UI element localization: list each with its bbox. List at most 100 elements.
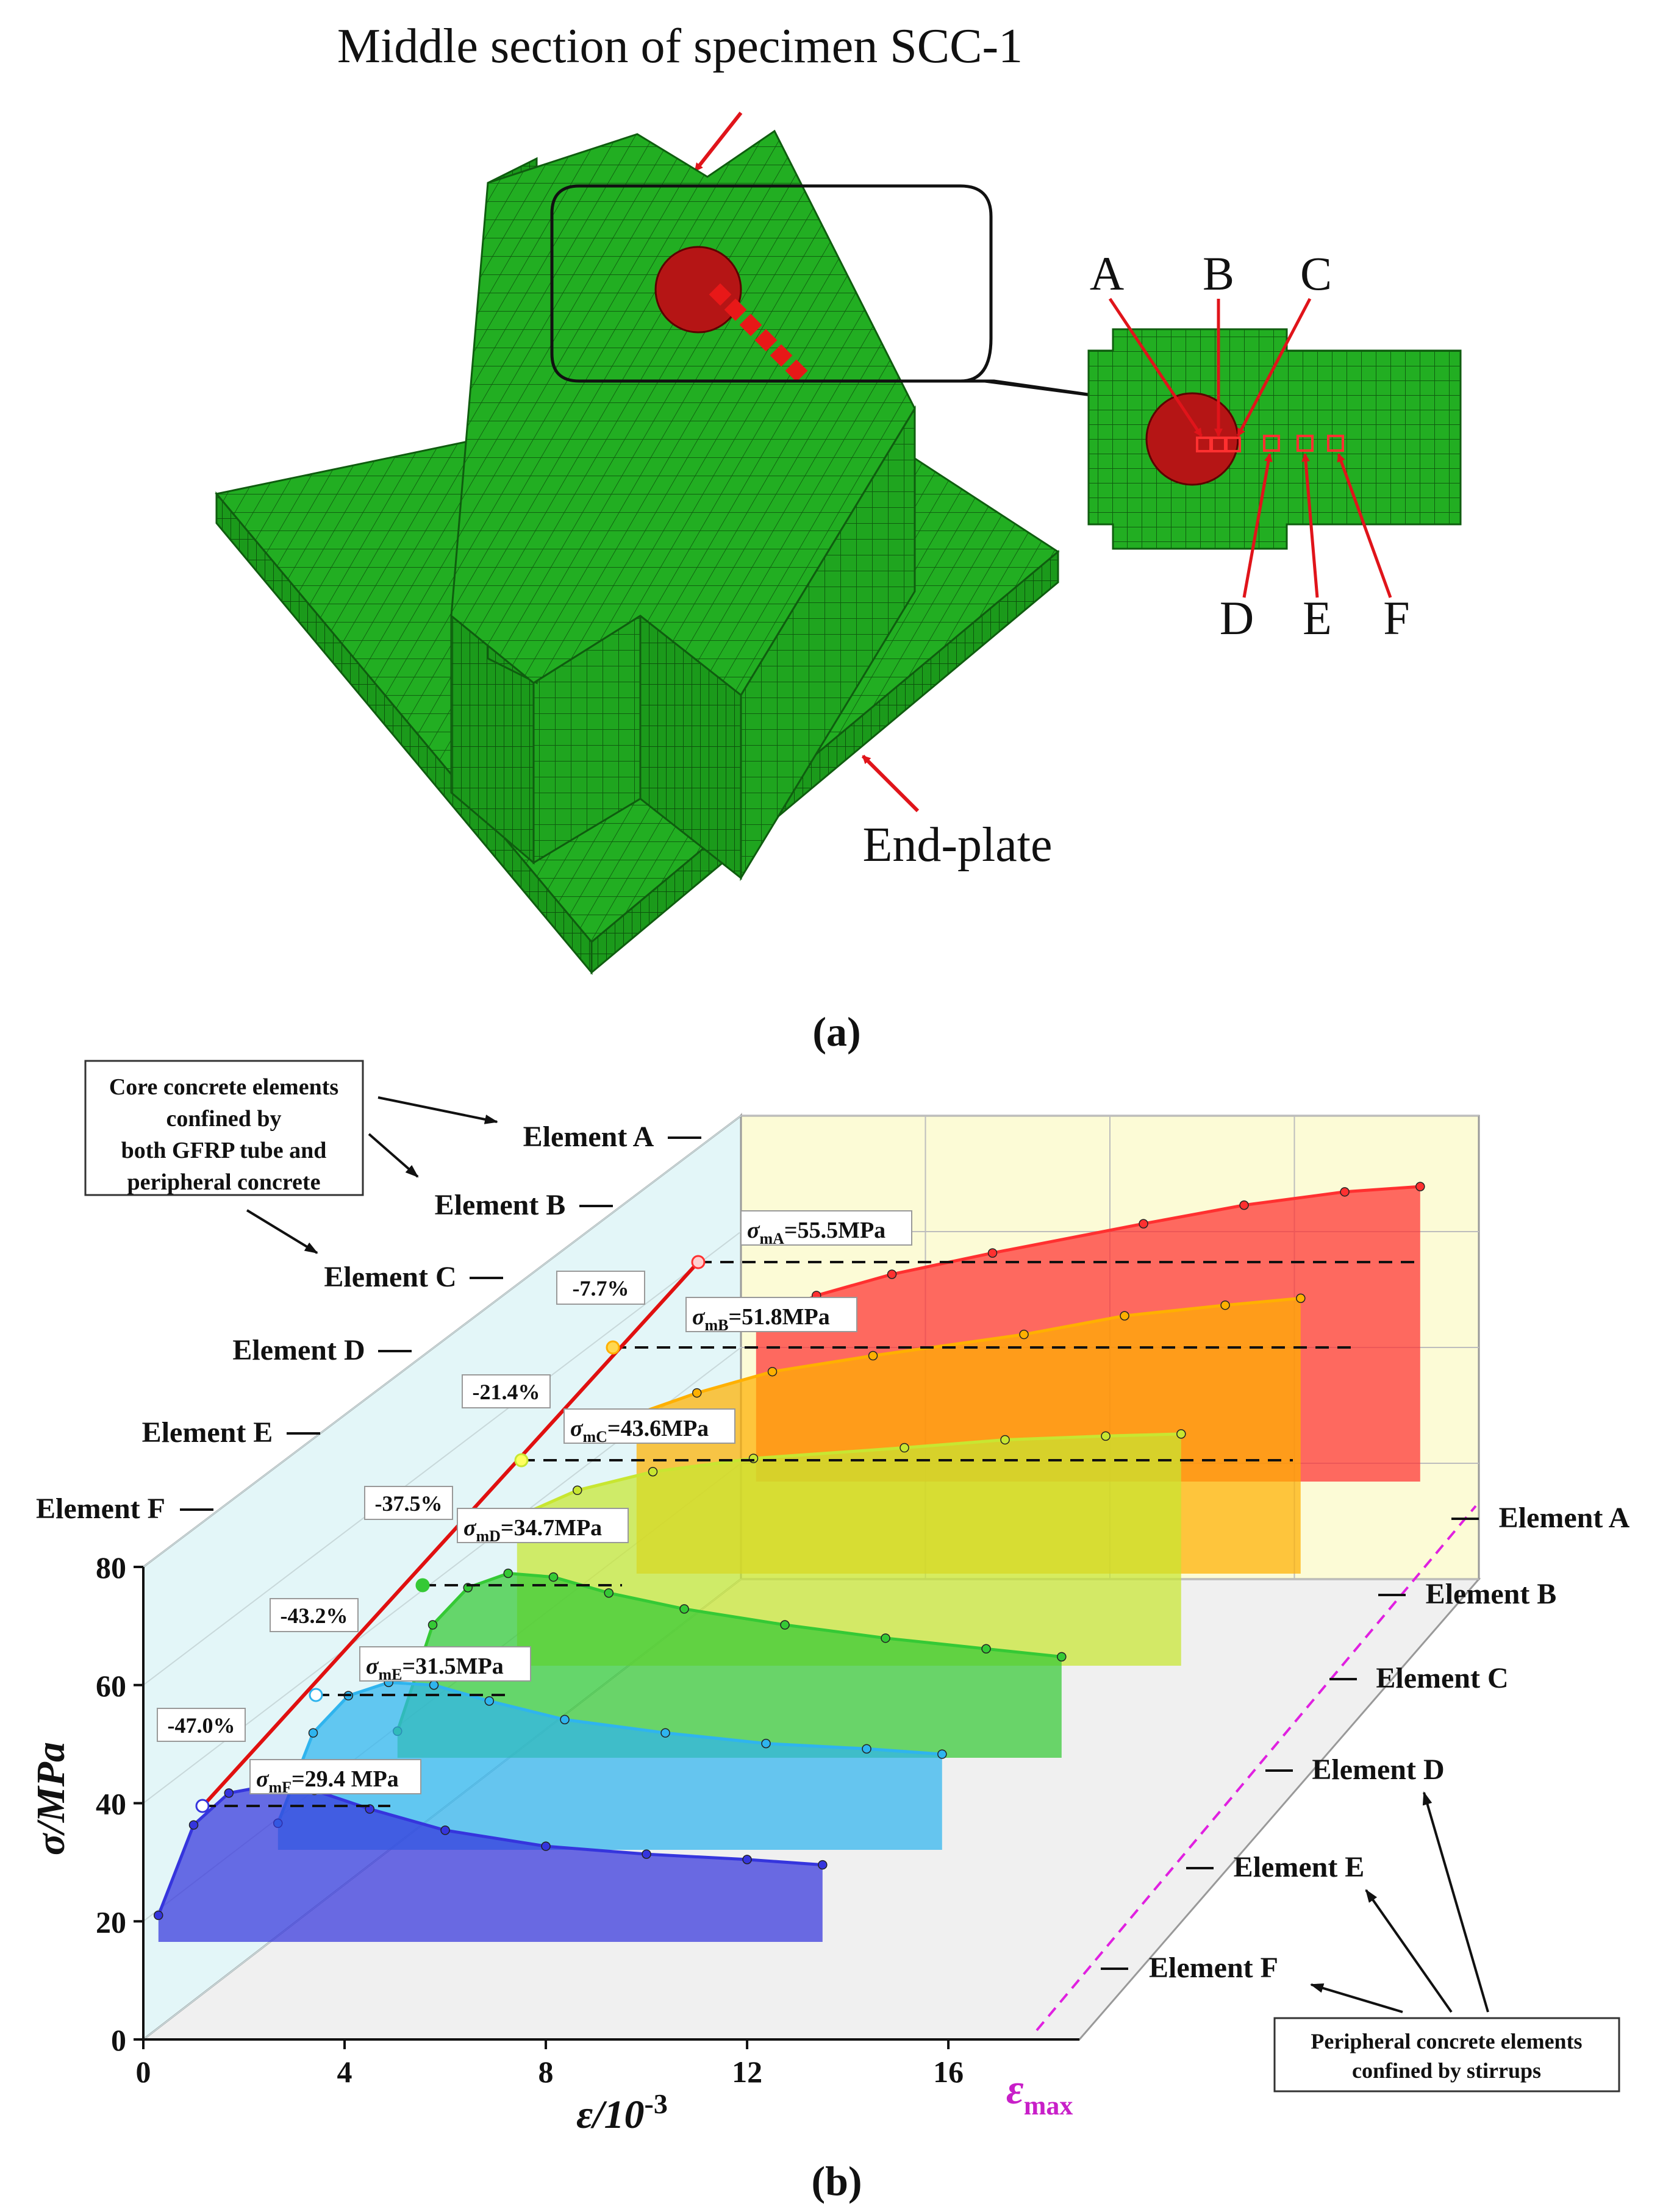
end-plate-side (590, 549, 1059, 975)
element-label-right-4: Element E (1234, 1851, 1365, 1883)
x-tick-label: 12 (732, 2055, 762, 2089)
percent-labels: -7.7%-21.4%-37.5%-43.2%-47.0% (157, 1271, 645, 1742)
series-point-0 (1340, 1187, 1350, 1197)
peak-label-0: σmA=55.5MPa (747, 1218, 885, 1247)
peak-label-box-4 (359, 1646, 531, 1682)
trend-point-A (691, 1255, 706, 1269)
series-point-3 (780, 1620, 790, 1630)
series-point-3 (427, 1620, 438, 1630)
percent-box-4 (157, 1708, 246, 1742)
core-note-line-2: confined by (166, 1106, 282, 1132)
series-point-1 (868, 1350, 878, 1361)
x-tick-label: 4 (337, 2055, 352, 2089)
point-label-D: D (1220, 591, 1254, 644)
series-area-5 (158, 1785, 823, 1942)
percent-box-1 (462, 1374, 551, 1408)
series-line-2 (516, 1432, 1181, 1519)
element-label-right-1: Element B (1426, 1578, 1557, 1610)
series-area-4 (277, 1682, 942, 1850)
x-axis-label: ε/10-3 (576, 2088, 668, 2137)
series-point-5 (541, 1841, 551, 1851)
trend-point-C (514, 1453, 529, 1468)
element-label-left-4: Element E (142, 1416, 273, 1449)
series-point-5 (224, 1788, 234, 1798)
series-point-4 (308, 1728, 318, 1738)
y-tick-label: 60 (96, 1669, 126, 1703)
core-element-markers (709, 283, 808, 382)
series-point-1 (767, 1366, 778, 1377)
series-point-4 (660, 1728, 670, 1738)
y-tick-label: 0 (111, 2023, 126, 2057)
peak-labels: σmA=55.5MPaσmB=51.8MPaσmC=43.6MPaσmD=34.… (249, 1210, 912, 1796)
element-label-left-2: Element C (324, 1261, 456, 1293)
figure-b: -7.7%-21.4%-37.5%-43.2%-47.0% σmA=55.5MP… (29, 1060, 1630, 2204)
series-line-0 (755, 1185, 1420, 1324)
caption-a: (a) (812, 1008, 860, 1055)
percent-label-0: -7.7% (573, 1276, 629, 1300)
end-plate-arrow (861, 754, 920, 813)
series-point-3 (981, 1644, 991, 1654)
series-point-3 (881, 1633, 890, 1643)
middle-section-title: Middle section of specimen SCC-1 (337, 20, 1023, 73)
core-note-line-4: peripheral concrete (127, 1169, 321, 1195)
core-note-line-1: Core concrete elements (109, 1074, 338, 1100)
series-point-5 (642, 1849, 651, 1859)
peak-label-box-5 (249, 1759, 421, 1794)
epsilon-max-label: εmax (1006, 2066, 1073, 2121)
x-axis-label-main: ε/10 (576, 2092, 644, 2137)
series-point-5 (188, 1820, 199, 1830)
y-tick-label: 20 (96, 1905, 126, 1939)
epsilon-max-line (1036, 1505, 1477, 2032)
series-point-1 (1220, 1300, 1230, 1310)
trend-point-F (195, 1799, 210, 1813)
element-label-left-3: Element D (232, 1334, 365, 1366)
grid-wall-y (143, 1115, 742, 1568)
series-point-1 (692, 1388, 702, 1398)
series-point-4 (937, 1749, 947, 1759)
series-point-1 (1019, 1329, 1029, 1340)
x-axis-label-exp: -3 (645, 2088, 668, 2119)
series-point-1 (1120, 1311, 1129, 1321)
element-label-right-2: Element C (1376, 1662, 1508, 1694)
percent-box-3 (270, 1598, 359, 1632)
element-C-box (1225, 437, 1241, 452)
series-point-3 (1057, 1652, 1067, 1662)
peak-label-box-0 (740, 1210, 912, 1246)
series-point-0 (887, 1269, 897, 1279)
peak-label-box-1 (685, 1297, 857, 1332)
trend-point-E (309, 1688, 323, 1702)
series-point-2 (1000, 1435, 1010, 1445)
element-F-box (1327, 435, 1344, 452)
series-point-2 (1176, 1429, 1186, 1439)
x-tick-label: 16 (933, 2055, 964, 2089)
series-point-4 (761, 1738, 771, 1749)
point-label-E: E (1303, 591, 1332, 644)
element-label-right-0: Element A (1499, 1502, 1630, 1534)
series-point-2 (1101, 1431, 1111, 1441)
percent-label-2: -37.5% (375, 1491, 443, 1516)
callout-bubble (550, 184, 1101, 398)
peak-label-3: σmD=34.7MPa (463, 1515, 602, 1545)
percent-label-1: -21.4% (473, 1380, 540, 1404)
series-point-5 (818, 1860, 828, 1870)
peripheral-note: Peripheral concrete elements confined by… (1273, 1791, 1620, 2092)
percent-label-3: -43.2% (281, 1604, 348, 1628)
series-point-5 (154, 1910, 163, 1921)
element-label-left-1: Element B (435, 1189, 566, 1221)
grid-wall-y (143, 1231, 742, 1686)
core-note: Core concrete elements confined by both … (84, 1060, 498, 1254)
element-label-left-5: Element F (36, 1493, 165, 1525)
series-point-5 (440, 1825, 450, 1835)
series-point-2 (900, 1443, 909, 1453)
trend-point-B (606, 1340, 620, 1355)
peak-label-5: σmF=29.4 MPa (256, 1766, 399, 1796)
x-tick-label: 0 (136, 2055, 151, 2089)
series-point-3 (679, 1604, 689, 1614)
y-tick-label: 40 (96, 1787, 126, 1821)
series-point-1 (1296, 1293, 1306, 1304)
percent-box-0 (556, 1271, 645, 1305)
series-line-1 (635, 1296, 1301, 1416)
series-point-5 (742, 1855, 752, 1864)
